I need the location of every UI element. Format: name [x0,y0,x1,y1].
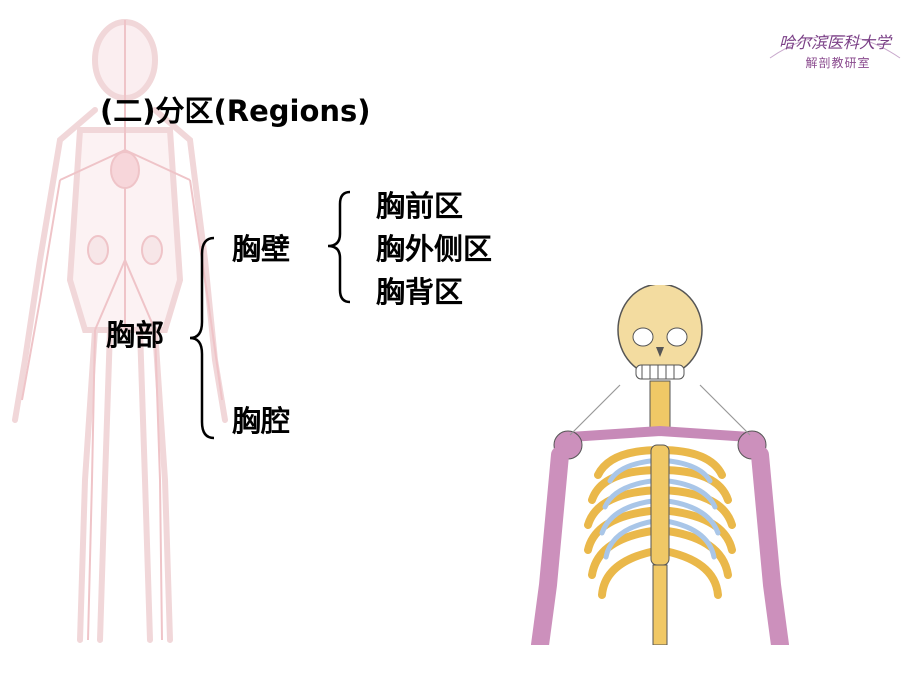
main-brace [189,236,215,440]
subregion-item: 胸前区 [376,189,464,223]
slide-title: (二)分区(Regions) [100,94,371,128]
department-name: 解剖教研室 [805,56,871,70]
university-logo: 哈尔滨医科大学 [769,33,901,59]
chest-wall-term: 胸壁 [232,232,291,266]
skeleton-illustration [531,285,789,645]
subregion-item: 胸外侧区 [376,232,493,266]
svg-text:哈尔滨医科大学: 哈尔滨医科大学 [779,33,893,52]
subregion-item: 胸背区 [376,275,464,309]
background-body-illustration [12,19,228,643]
root-term: 胸部 [106,318,165,352]
chest-cavity-term: 胸腔 [232,404,291,438]
wall-brace [327,190,351,304]
